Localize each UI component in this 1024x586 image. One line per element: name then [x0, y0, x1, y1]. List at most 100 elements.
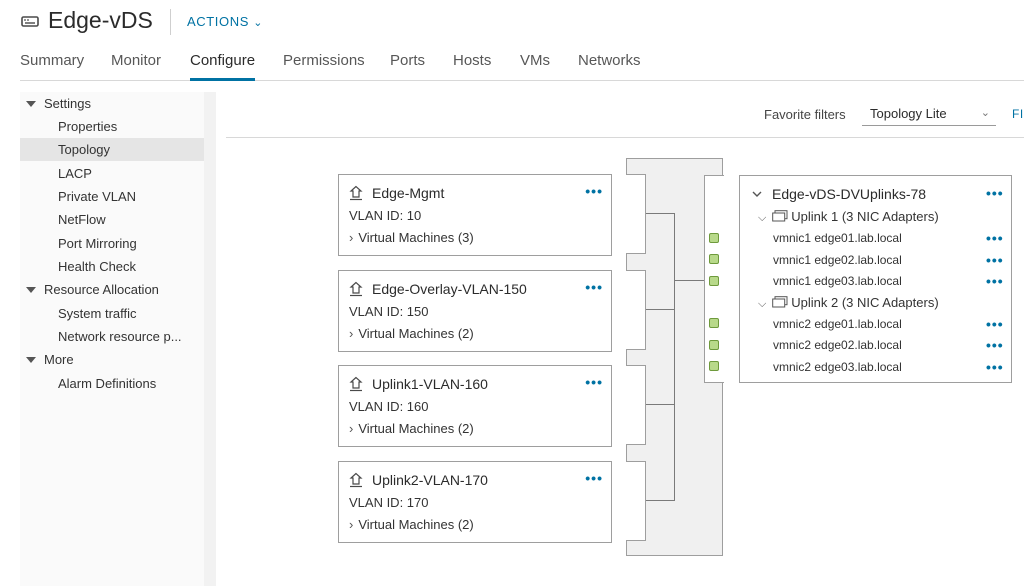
chevron-down-icon: ⌄ [253, 17, 264, 29]
virtual-machines-toggle[interactable]: ›Virtual Machines (2) [349, 421, 474, 436]
portgroup-name: Uplink2-VLAN-170 [372, 472, 488, 488]
portgroup-card[interactable]: Uplink1-VLAN-160 ••• VLAN ID: 160 ›Virtu… [338, 365, 612, 447]
tab-hosts[interactable]: Hosts [453, 52, 492, 69]
sidebar-group-resource-allocation[interactable]: Resource Allocation [20, 278, 204, 301]
sidebar-item-properties[interactable]: Properties [20, 115, 204, 138]
sidebar-item-topology[interactable]: Topology [20, 138, 204, 161]
portgroup-card[interactable]: Uplink2-VLAN-170 ••• VLAN ID: 170 ›Virtu… [338, 461, 612, 543]
portgroup-stub [626, 270, 646, 350]
sidebar-group-settings[interactable]: Settings [20, 92, 204, 115]
uplink-group[interactable]: ⌵ Uplink 2 (3 NIC Adapters) [758, 295, 939, 311]
portgroup-icon [349, 376, 363, 392]
sidebar-item-label: Private VLAN [58, 189, 137, 204]
nic-item: vmnic1 edge01.lab.local [773, 231, 902, 245]
connection-wire [674, 280, 704, 281]
sidebar-item-label: System traffic [58, 306, 137, 321]
tab-monitor[interactable]: Monitor [111, 52, 162, 69]
chevron-down-icon: ⌄ [980, 107, 990, 119]
uplink-port[interactable] [709, 233, 719, 243]
more-actions-icon[interactable]: ••• [585, 183, 603, 199]
uplink-group[interactable]: ⌵ Uplink 1 (3 NIC Adapters) [758, 209, 939, 225]
nic-item: vmnic2 edge01.lab.local [773, 317, 902, 331]
vlan-id: VLAN ID: 160 [349, 399, 429, 414]
sidebar-item-port-mirroring[interactable]: Port Mirroring [20, 232, 204, 255]
tab-ports[interactable]: Ports [390, 52, 426, 69]
favorite-filters-label: Favorite filters [764, 107, 846, 122]
virtual-machines-label: Virtual Machines (2) [358, 326, 474, 341]
sidebar-item-label: Network resource p... [58, 329, 182, 344]
filter-button-truncated[interactable]: FI [1012, 107, 1024, 121]
portgroup-card[interactable]: Edge-Mgmt ••• VLAN ID: 10 ›Virtual Machi… [338, 174, 612, 256]
chevron-down-icon: ⌵ [758, 298, 767, 310]
nic-item: vmnic2 edge03.lab.local [773, 360, 902, 374]
virtual-machines-toggle[interactable]: ›Virtual Machines (3) [349, 230, 474, 245]
uplink-port[interactable] [709, 276, 719, 286]
caret-down-icon [26, 287, 36, 293]
more-actions-icon[interactable]: ••• [986, 185, 1004, 201]
tab-summary[interactable]: Summary [20, 52, 85, 69]
vlan-id: VLAN ID: 170 [349, 495, 429, 510]
more-actions-icon[interactable]: ••• [585, 279, 603, 295]
portgroup-icon [349, 281, 363, 297]
more-actions-icon[interactable]: ••• [986, 359, 1004, 375]
sidebar-group-more[interactable]: More [20, 348, 204, 371]
sidebar-item-network-resource-pools[interactable]: Network resource p... [20, 325, 204, 348]
tab-vms[interactable]: VMs [520, 52, 550, 69]
sidebar-item-netflow[interactable]: NetFlow [20, 208, 204, 231]
caret-down-icon [26, 357, 36, 363]
virtual-machines-toggle[interactable]: ›Virtual Machines (2) [349, 326, 474, 341]
sidebar-item-health-check[interactable]: Health Check [20, 255, 204, 278]
connection-wire [646, 500, 675, 501]
more-actions-icon[interactable]: ••• [986, 316, 1004, 332]
actions-label: ACTIONS [187, 14, 249, 29]
nic-item: vmnic2 edge02.lab.local [773, 338, 902, 352]
more-actions-icon[interactable]: ••• [585, 374, 603, 390]
tab-permissions[interactable]: Permissions [283, 52, 365, 69]
sidebar-item-private-vlan[interactable]: Private VLAN [20, 185, 204, 208]
portgroup-name: Uplink1-VLAN-160 [372, 376, 488, 392]
chevron-right-icon: › [349, 517, 354, 532]
more-actions-icon[interactable]: ••• [986, 230, 1004, 246]
settings-sidebar: Settings Properties Topology LACP Privat… [20, 92, 204, 586]
tab-configure[interactable]: Configure [190, 52, 256, 81]
tab-networks[interactable]: Networks [578, 52, 641, 69]
sidebar-item-label: Health Check [58, 259, 137, 274]
sidebar-item-lacp[interactable]: LACP [20, 162, 204, 185]
chevron-right-icon: › [349, 230, 354, 245]
more-actions-icon[interactable]: ••• [986, 273, 1004, 289]
sidebar-group-label: More [44, 352, 74, 367]
tab-bar: Summary Monitor Configure Permissions Po… [20, 52, 1024, 81]
distributed-switch-icon [21, 16, 39, 27]
nic-adapter-icon [771, 210, 788, 222]
portgroup-name: Edge-Mgmt [372, 185, 445, 201]
portgroup-card[interactable]: Edge-Overlay-VLAN-150 ••• VLAN ID: 150 ›… [338, 270, 612, 352]
sidebar-item-label: Port Mirroring [58, 236, 137, 251]
actions-menu-button[interactable]: ACTIONS ⌄ [187, 14, 263, 29]
sidebar-item-alarm-definitions[interactable]: Alarm Definitions [20, 372, 204, 395]
page-title: Edge-vDS [48, 7, 153, 33]
panel-divider[interactable] [204, 92, 216, 586]
nic-item: vmnic1 edge02.lab.local [773, 253, 902, 267]
nic-item: vmnic1 edge03.lab.local [773, 274, 902, 288]
uplink-port[interactable] [709, 361, 719, 371]
uplink-port[interactable] [709, 254, 719, 264]
expand-toggle[interactable] [749, 186, 765, 202]
nic-adapter-icon [771, 296, 788, 308]
favorite-filters-select[interactable]: Topology Lite ⌄ [862, 101, 996, 126]
more-actions-icon[interactable]: ••• [986, 337, 1004, 353]
header-divider [170, 9, 171, 35]
chevron-right-icon: › [349, 421, 354, 436]
more-actions-icon[interactable]: ••• [585, 470, 603, 486]
uplinks-card [739, 175, 1012, 383]
sidebar-group-label: Resource Allocation [44, 282, 159, 297]
uplink-port[interactable] [709, 318, 719, 328]
chevron-down-icon [752, 191, 762, 197]
virtual-machines-toggle[interactable]: ›Virtual Machines (2) [349, 517, 474, 532]
sidebar-item-label: Alarm Definitions [58, 376, 157, 391]
sidebar-item-label: Topology [58, 142, 111, 157]
more-actions-icon[interactable]: ••• [986, 252, 1004, 268]
toolbar-divider [226, 137, 1024, 138]
portgroup-icon [349, 185, 363, 201]
sidebar-item-system-traffic[interactable]: System traffic [20, 302, 204, 325]
uplink-port[interactable] [709, 340, 719, 350]
